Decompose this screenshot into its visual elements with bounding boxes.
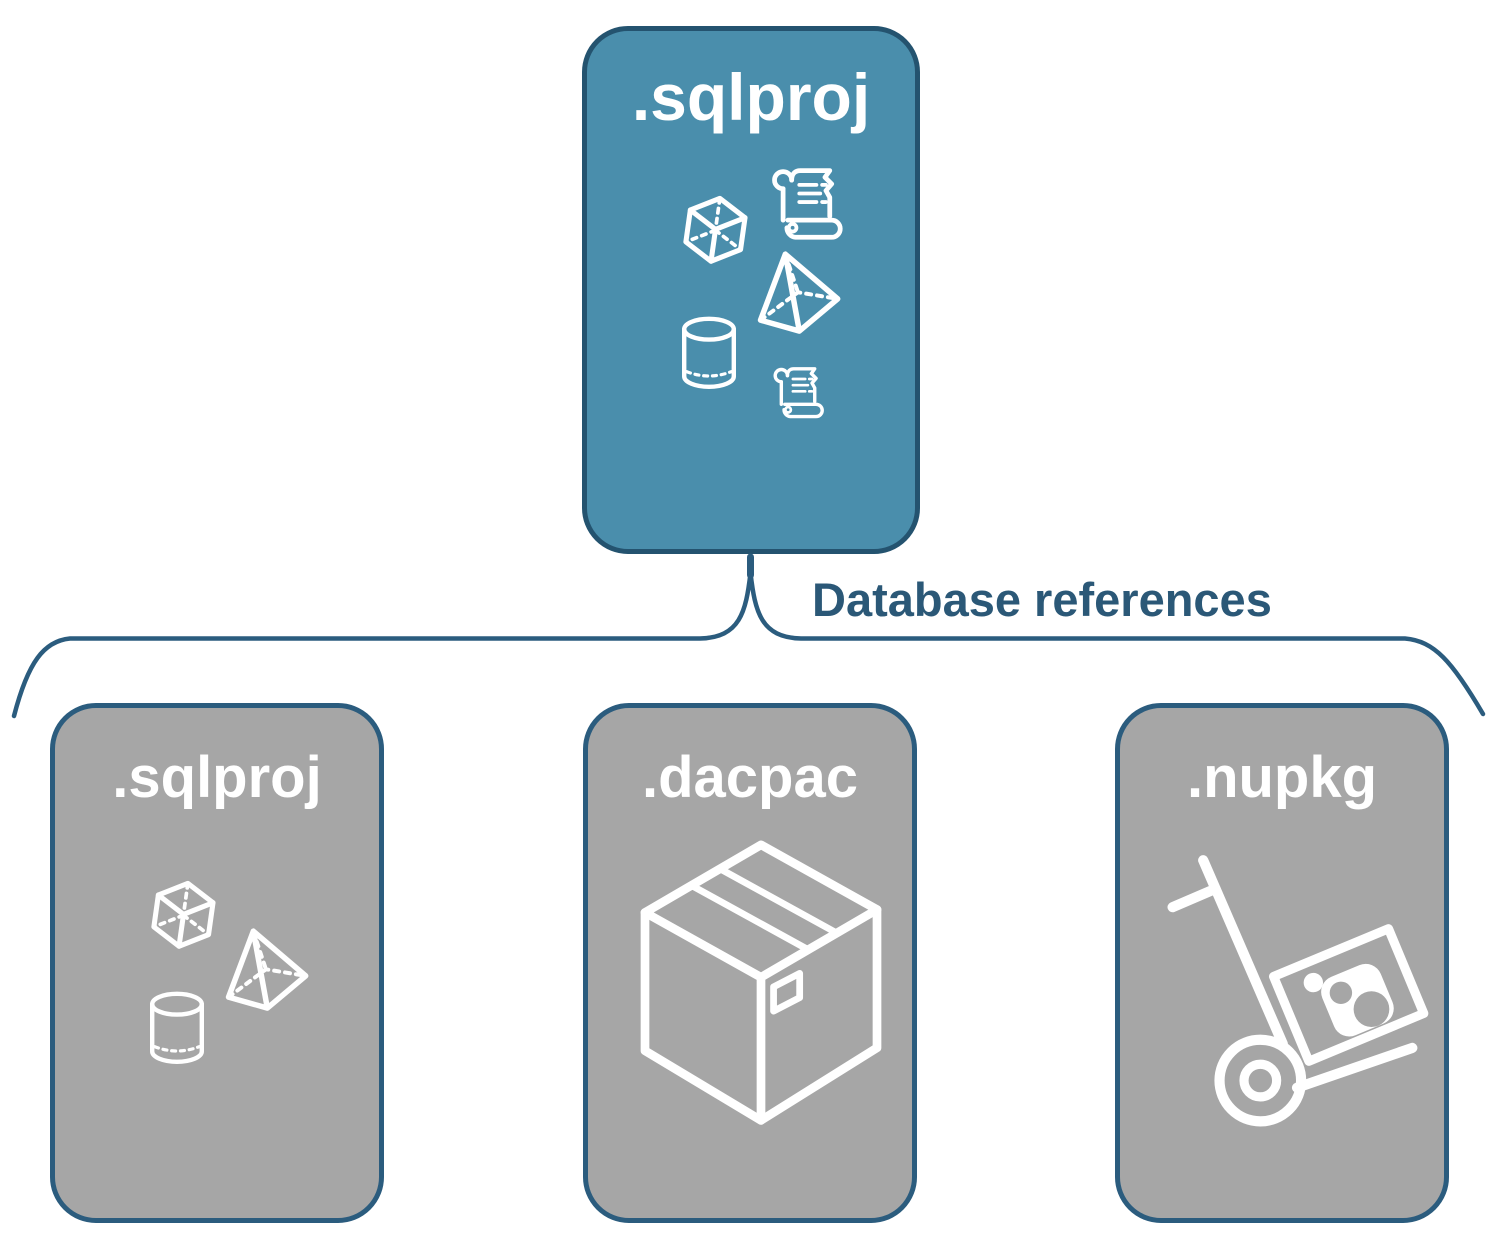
node-sqlproj-root: .sqlproj [582, 26, 920, 554]
node-dacpac: .dacpac [583, 703, 917, 1223]
pyramid-icon [211, 920, 315, 1020]
pyramid-icon [743, 243, 847, 343]
cylinder-icon [141, 986, 213, 1072]
nuget-handtruck-icon [1142, 848, 1448, 1154]
package-box-icon [638, 840, 884, 1130]
node-label: .sqlproj [112, 745, 322, 810]
node-label: .sqlproj [631, 60, 871, 134]
connector-label: Database references [812, 573, 1272, 626]
node-sqlproj-child: .sqlproj [50, 703, 384, 1223]
scroll-icon [763, 163, 847, 243]
scroll-icon [767, 363, 827, 421]
node-label: .nupkg [1186, 745, 1378, 810]
node-label: .dacpac [642, 745, 858, 810]
node-nupkg: .nupkg [1115, 703, 1449, 1223]
cylinder-icon [673, 311, 745, 397]
